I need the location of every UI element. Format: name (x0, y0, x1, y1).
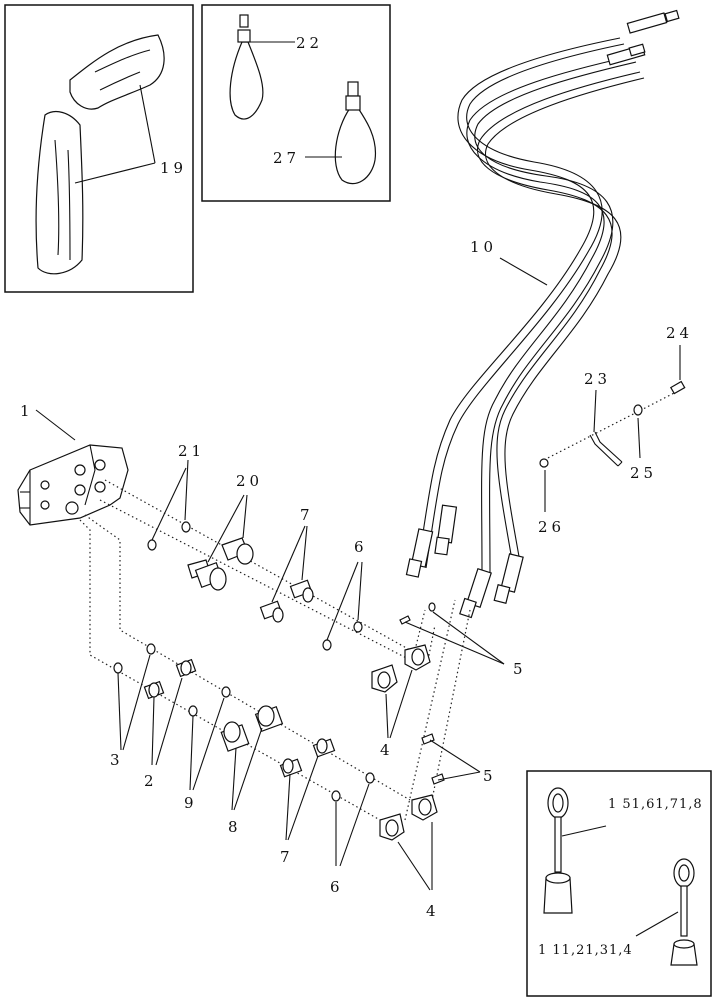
callout-6b: 6 (330, 878, 344, 896)
callout-2: 2 (144, 772, 158, 790)
callout-1: 1 (20, 402, 34, 420)
callout-27: 27 (273, 149, 300, 167)
callout-7a: 7 (300, 506, 314, 524)
strap-22-drawing (229, 41, 264, 120)
callout-26: 26 (538, 518, 565, 536)
inset-plugs: 1 51,61,71,8 1 11,21,31,4 (526, 770, 712, 997)
callout-8: 8 (228, 818, 242, 836)
callout-24: 24 (666, 324, 693, 342)
leader-19-a (139, 84, 156, 164)
callout-21: 21 (178, 442, 205, 460)
callout-9: 9 (184, 794, 198, 812)
lever-hardware: 23 24 25 26 (538, 324, 693, 536)
callout-4a: 4 (380, 741, 394, 759)
callout-10: 10 (470, 238, 497, 256)
callout-4b: 4 (426, 902, 440, 920)
callout-5a: 5 (513, 660, 527, 678)
callout-plug-small: 1 11,21,31,4 (538, 943, 633, 958)
callout-22: 22 (296, 34, 323, 52)
control-valve: 1 (17, 402, 129, 526)
callout-25: 25 (630, 464, 657, 482)
sleeve-upper-drawing (69, 34, 165, 110)
strap-27-drawing (334, 107, 377, 185)
callout-5b: 5 (483, 767, 497, 785)
callout-6a: 6 (354, 538, 368, 556)
inset-straps: 22 27 (201, 4, 391, 202)
callout-3: 3 (110, 751, 124, 769)
lower-fittings: 3 2 9 8 7 6 (110, 643, 497, 920)
callout-7b: 7 (280, 848, 294, 866)
callout-20: 20 (236, 472, 263, 490)
callout-23: 23 (584, 370, 611, 388)
leader-19-b (74, 162, 156, 184)
inset-hose-sleeve: 19 (4, 4, 194, 293)
callout-plug-large: 1 51,61,71,8 (608, 797, 703, 812)
lever-23-drawing (594, 431, 623, 463)
sleeve-lower-drawing (35, 111, 84, 275)
hydraulic-hoses: 10 (405, 9, 680, 619)
upper-fittings: 21 20 7 6 4 5 (147, 442, 527, 759)
callout-19: 19 (160, 159, 187, 177)
assembly-lines (79, 479, 471, 821)
